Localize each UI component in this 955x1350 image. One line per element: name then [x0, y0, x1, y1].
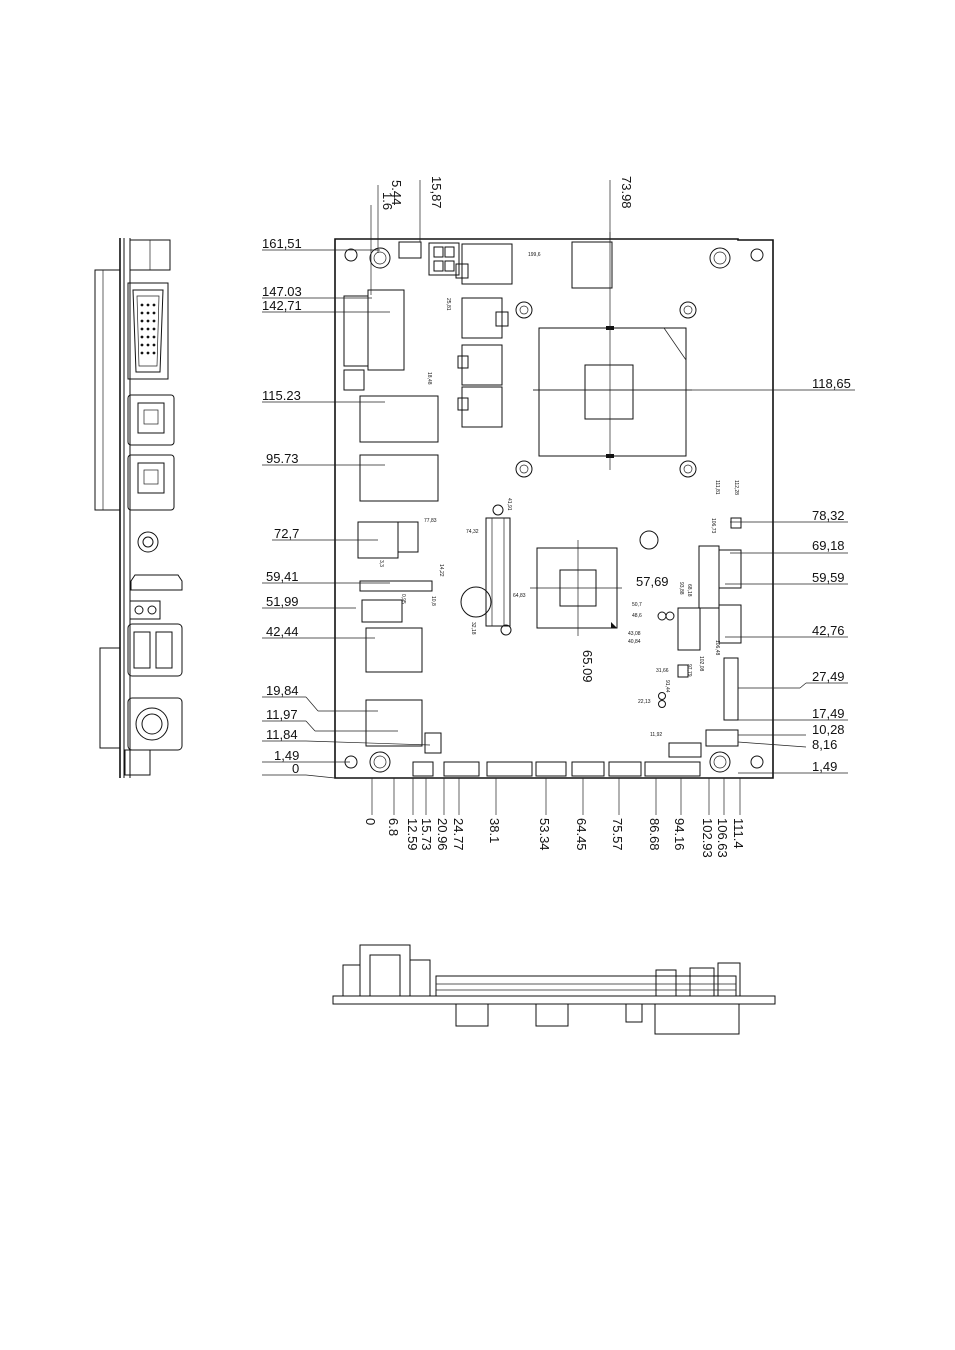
dim-top-0: 5.44 [389, 180, 404, 205]
dim-small-6: 18,48 [426, 372, 432, 385]
dim-small-19: 43,08 [628, 631, 641, 637]
dim-small-0: 74,32 [466, 529, 479, 535]
dim-left-6: 59,41 [266, 569, 299, 584]
dim-small-23: 97,79 [686, 664, 692, 677]
dim-right-5: 27,49 [812, 669, 845, 684]
bottom-headers [412, 729, 739, 777]
dim-small-25: 106,48 [714, 640, 720, 656]
dim-small-10: 0,95 [400, 594, 406, 604]
dim-right-7: 10,28 [812, 722, 845, 737]
dim-bottom-4: 20.96 [435, 818, 450, 851]
mounting-holes [369, 247, 731, 773]
dim-bottom-7: 53.34 [537, 818, 552, 851]
dim-right-4: 42,76 [812, 623, 845, 638]
dim-small-21: 31,66 [656, 668, 669, 674]
dim-left-3: 115.23 [262, 388, 301, 403]
side-io-view [94, 238, 183, 778]
board-outline [334, 238, 774, 779]
dim-bottom-1: 6.8 [386, 818, 401, 836]
dim-left-2: 142,71 [262, 298, 302, 313]
dim-bottom-6: 38.1 [487, 818, 502, 843]
dim-left-11: 11,84 [266, 727, 298, 742]
dim-bottom-5: 24.77 [451, 818, 466, 851]
dim-right-3: 59,59 [812, 570, 845, 585]
dim-small-15: 93,88 [678, 582, 684, 595]
dim-small-20: 40,84 [628, 639, 641, 645]
dim-bottom-8: 64.45 [574, 818, 589, 851]
dim-right-8: 8,16 [812, 737, 837, 752]
dim-top-3: 73.98 [619, 176, 634, 209]
dim-small-9: 3,3 [378, 560, 384, 567]
dim-left-5: 72,7 [274, 526, 299, 541]
dim-left-10: 11,97 [266, 707, 298, 722]
dimension-lines [262, 180, 855, 815]
dim-small-22: 102,08 [698, 656, 704, 672]
dim-small-8: 14,22 [438, 564, 444, 577]
dim-bottom-13: 106.63 [715, 818, 730, 858]
dim-right-9: 1,49 [812, 759, 837, 774]
dim-cpu-center: 65.09 [580, 650, 595, 683]
dim-top-2: 15,87 [429, 176, 444, 209]
dim-small-24: 91,44 [664, 680, 670, 693]
vrm-inductors [455, 243, 513, 428]
dim-small-3: 32,18 [470, 622, 476, 635]
dim-small-27: 11,92 [650, 732, 662, 738]
inner-dimension-labels: 65.09 57,69 74,32 41,91 64,83 32,18 199,… [378, 252, 739, 738]
dim-bottom-14: 111.4 [731, 818, 746, 849]
dim-left-7: 51,99 [266, 594, 299, 609]
top-dimension-labels: 5.44 1.6 15,87 73.98 [380, 176, 634, 210]
dim-right-6: 17,49 [812, 706, 845, 721]
dim-chip-y: 57,69 [636, 574, 669, 589]
dim-small-26: 22,13 [638, 699, 651, 705]
dim-bottom-12: 102.93 [700, 818, 715, 858]
dim-bottom-10: 86.68 [647, 818, 662, 851]
dim-left-4: 95.73 [266, 451, 299, 466]
dim-small-2: 64,83 [513, 593, 526, 599]
dim-small-7: 77,83 [424, 518, 437, 524]
dim-small-17: 50,7 [632, 602, 642, 608]
dim-left-0: 161,51 [262, 236, 302, 251]
right-dimension-labels: 118,65 78,32 69,18 59,59 42,76 27,49 17,… [812, 376, 851, 774]
cpu-socket [533, 232, 692, 470]
chipset [530, 540, 622, 636]
dim-top-1: 1.6 [380, 192, 395, 210]
dim-left-1: 147.03 [262, 284, 302, 299]
power-connector [398, 241, 460, 276]
board-io [343, 289, 442, 754]
dim-bottom-11: 94.16 [672, 818, 687, 851]
right-connectors [657, 517, 742, 721]
dim-bottom-3: 15.73 [419, 818, 434, 851]
dim-left-8: 42,44 [266, 624, 299, 639]
dim-small-4: 199,6 [528, 252, 541, 258]
dim-small-12: 111,81 [714, 480, 720, 495]
bottom-dimension-labels: 0 6.8 12.59 15.73 20.96 24.77 38.1 53.34… [363, 818, 746, 858]
dim-small-14: 106,73 [710, 518, 716, 534]
left-dimension-labels: 161,51 147.03 142,71 115.23 95.73 72,7 5… [262, 236, 302, 776]
dim-bottom-0: 0 [363, 818, 378, 825]
dim-bottom-9: 75.57 [610, 818, 625, 851]
dim-small-18: 48,6 [632, 613, 642, 619]
dim-small-11: 10,8 [430, 596, 436, 606]
bottom-side-view [332, 944, 776, 1035]
dim-left-13: 0 [292, 761, 299, 776]
dim-right-1: 78,32 [812, 508, 845, 523]
dim-small-13: 112,28 [733, 480, 739, 495]
dim-small-1: 41,91 [506, 498, 512, 511]
dim-right-0: 118,65 [812, 376, 851, 391]
dim-bottom-2: 12.59 [405, 818, 420, 851]
dim-small-5: 25,81 [445, 298, 451, 311]
vertical-connector [485, 517, 511, 627]
dim-left-12: 1,49 [274, 748, 299, 763]
dim-right-2: 69,18 [812, 538, 845, 553]
dim-small-16: 68,18 [686, 584, 692, 597]
dim-left-9: 19,84 [266, 683, 299, 698]
